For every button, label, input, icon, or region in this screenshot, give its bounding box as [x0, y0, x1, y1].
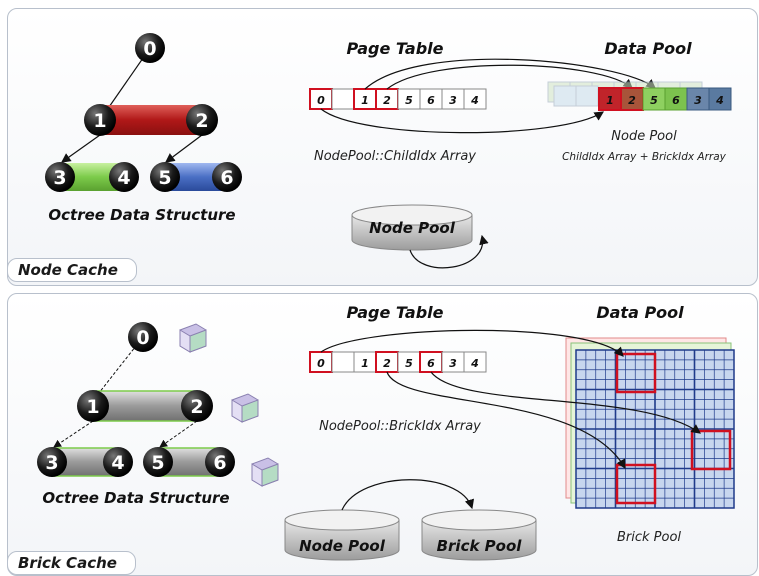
top-node-pool-array: 1 2 5 6 3 4 [547, 81, 732, 111]
svg-text:6: 6 [672, 94, 680, 107]
top-octree-label: Octree Data Structure [48, 206, 235, 224]
top-pool-sublabel: ChildIdx Array + BrickIdx Array [562, 151, 727, 163]
svg-text:Brick Pool: Brick Pool [437, 537, 523, 555]
svg-text:3: 3 [45, 452, 58, 474]
svg-text:2: 2 [383, 357, 391, 370]
node-6: 6 [205, 447, 235, 477]
top-page-table: 0 1 2 5 6 3 4 [309, 88, 487, 110]
svg-text:3: 3 [449, 357, 457, 370]
svg-text:0: 0 [317, 357, 325, 370]
svg-text:3: 3 [53, 167, 66, 189]
bottom-array-label: NodePool::BrickIdx Array [319, 419, 481, 434]
brick-highlight [615, 463, 657, 505]
node-0: 0 [128, 322, 158, 352]
bottom-brick-pool-cylinder: Brick Pool [421, 509, 537, 561]
svg-text:2: 2 [195, 110, 208, 132]
bottom-page-table-title: Page Table [347, 303, 444, 322]
svg-text:1: 1 [606, 94, 614, 107]
svg-text:2: 2 [190, 396, 203, 418]
svg-text:4: 4 [470, 357, 479, 370]
svg-text:6: 6 [220, 167, 233, 189]
node-5: 5 [150, 162, 180, 192]
top-pool-label: Node Pool [611, 129, 677, 144]
node-0: 0 [135, 33, 165, 63]
svg-text:4: 4 [470, 94, 479, 107]
svg-text:4: 4 [715, 94, 724, 107]
bottom-octree-label: Octree Data Structure [42, 489, 229, 507]
bottom-data-pool-title: Data Pool [596, 303, 684, 322]
svg-text:5: 5 [405, 357, 413, 370]
node-6: 6 [212, 162, 242, 192]
svg-text:0: 0 [143, 38, 156, 60]
svg-text:6: 6 [427, 94, 435, 107]
svg-text:5: 5 [151, 452, 164, 474]
svg-text:5: 5 [650, 94, 658, 107]
brick-pool-grid [565, 337, 735, 509]
top-page-table-title: Page Table [347, 39, 444, 58]
node-4: 4 [103, 447, 133, 477]
node-2: 2 [186, 104, 218, 136]
svg-text:1: 1 [93, 110, 106, 132]
svg-text:5: 5 [405, 94, 413, 107]
brick-cube-icon [231, 393, 259, 423]
brick-cube-icon [179, 323, 207, 353]
bottom-octree: 0 1 2 3 4 5 6 Octree Data Structure [37, 322, 279, 507]
node-4: 4 [109, 162, 139, 192]
svg-text:0: 0 [136, 327, 149, 349]
svg-text:6: 6 [427, 357, 435, 370]
node-3: 3 [37, 447, 67, 477]
brick-cube-icon [251, 457, 279, 487]
svg-text:4: 4 [111, 452, 124, 474]
edge-1-2-gray [92, 390, 198, 422]
svg-text:1: 1 [361, 357, 369, 370]
svg-text:Node Pool: Node Pool [369, 219, 456, 237]
node-1: 1 [84, 104, 116, 136]
top-data-pool-title: Data Pool [604, 39, 692, 58]
svg-text:6: 6 [213, 452, 226, 474]
brick-cache-tag: Brick Cache [7, 551, 136, 575]
svg-text:3: 3 [694, 94, 702, 107]
top-node-pool-cylinder: Node Pool [351, 204, 489, 269]
bottom-node-pool-cylinder: Node Pool [284, 509, 400, 561]
svg-text:4: 4 [117, 167, 130, 189]
node-5: 5 [143, 447, 173, 477]
bottom-pool-label: Brick Pool [617, 530, 681, 545]
bottom-page-table: 0 1 2 5 6 3 4 [309, 351, 487, 373]
top-array-label: NodePool::ChildIdx Array [314, 149, 476, 164]
top-octree: 0 1 2 3 4 5 6 Octree Data Structure [45, 33, 242, 224]
svg-text:Node Pool: Node Pool [299, 537, 386, 555]
node-3: 3 [45, 162, 75, 192]
svg-text:3: 3 [449, 94, 457, 107]
brick-highlight [690, 429, 732, 471]
brick-highlight [615, 352, 657, 394]
node-cache-tag: Node Cache [7, 258, 137, 282]
svg-text:0: 0 [317, 94, 325, 107]
svg-text:2: 2 [628, 94, 636, 107]
node-2: 2 [181, 390, 213, 422]
svg-text:2: 2 [383, 94, 391, 107]
node-1: 1 [77, 390, 109, 422]
svg-text:1: 1 [361, 94, 369, 107]
edge-1-2-red [100, 105, 202, 135]
svg-text:5: 5 [158, 167, 171, 189]
svg-text:1: 1 [86, 396, 99, 418]
